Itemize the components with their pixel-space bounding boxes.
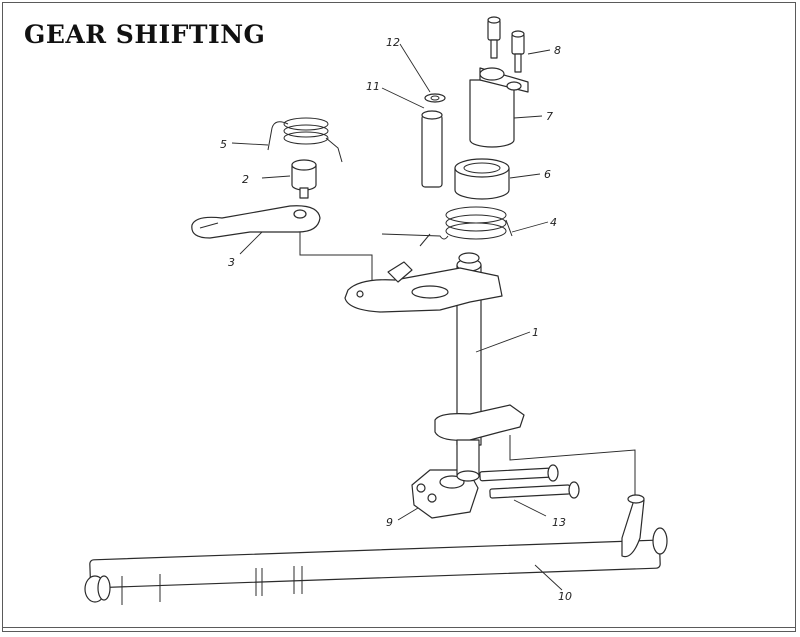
part-8-bolts — [487, 16, 525, 73]
callout-4: 4 — [550, 216, 557, 229]
part-7-holder — [469, 67, 529, 148]
part-6-bushing — [454, 158, 510, 200]
callout-10: 10 — [558, 590, 572, 603]
bottom-rule — [2, 627, 796, 628]
page-title: GEAR SHIFTING — [24, 20, 266, 49]
callout-2: 2 — [242, 173, 249, 186]
callout-6: 6 — [544, 168, 551, 181]
part-2-bushing — [291, 159, 317, 199]
callout-5: 5 — [220, 138, 227, 151]
callout-8: 8 — [554, 44, 561, 57]
part-5-spring — [267, 117, 343, 163]
callout-11: 11 — [366, 80, 380, 93]
callout-numbers: 1 2 3 4 5 6 7 8 9 10 11 12 13 — [220, 36, 572, 603]
part-12-washer — [424, 93, 446, 103]
callout-3: 3 — [228, 256, 235, 269]
part-11-pin — [421, 110, 443, 188]
part-10-shaft — [84, 494, 668, 605]
part-3-lever — [191, 205, 321, 239]
selector-plate — [344, 261, 503, 313]
part-9-clamp — [411, 469, 479, 519]
callout-9: 9 — [386, 516, 393, 529]
part-4-spring — [381, 206, 513, 247]
callout-1: 1 — [532, 326, 539, 339]
callout-7: 7 — [546, 110, 553, 123]
callout-13: 13 — [552, 516, 566, 529]
part-13-screws — [479, 464, 580, 499]
leader-lines — [231, 43, 563, 591]
callout-12: 12 — [386, 36, 400, 49]
